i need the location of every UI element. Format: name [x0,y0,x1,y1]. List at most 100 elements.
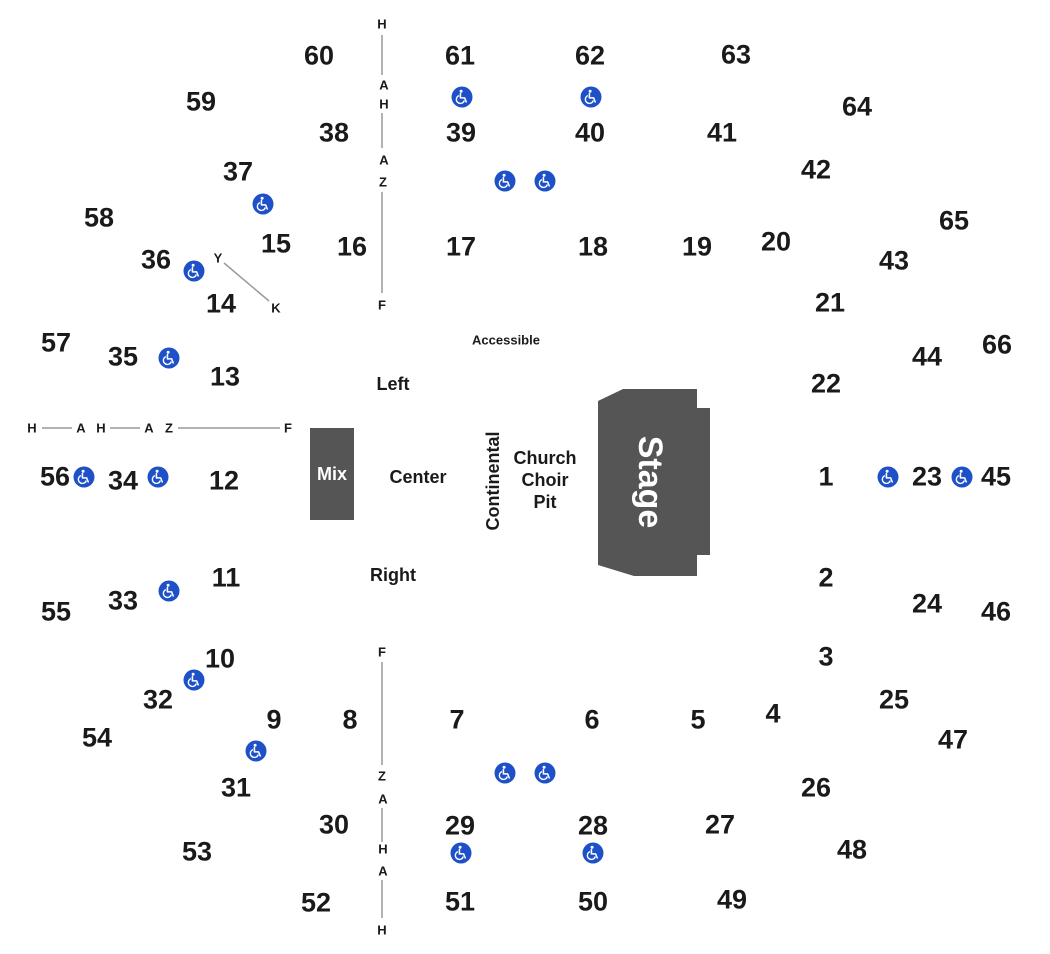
section-45[interactable]: 45 [980,461,1012,492]
section-49[interactable]: 49 [716,884,748,915]
section-36[interactable]: 36 [140,244,172,275]
section-11[interactable]: 11 [211,562,241,593]
section-35[interactable]: 35 [107,341,139,372]
floor-center-label: Center [389,467,447,487]
section-34[interactable]: 34 [107,465,139,496]
section-42[interactable]: 42 [800,154,832,185]
section-41[interactable]: 41 [706,117,738,148]
section-55[interactable]: 55 [40,596,72,627]
section-61[interactable]: 61 [444,40,476,71]
section-44[interactable]: 44 [911,341,943,372]
wheelchair-icon [494,170,516,192]
section-32[interactable]: 32 [142,684,174,715]
section-7[interactable]: 7 [449,704,465,735]
section-18[interactable]: 18 [577,231,609,262]
section-58[interactable]: 58 [83,202,115,233]
wheelchair-icon [73,466,95,488]
section-37[interactable]: 37 [222,156,254,187]
section-40[interactable]: 40 [574,117,606,148]
section-26[interactable]: 26 [800,772,832,803]
section-65[interactable]: 65 [938,205,970,236]
mix-position: Mix [310,428,354,520]
row-marker-left-z: Z [165,420,173,436]
section-17[interactable]: 17 [445,231,477,262]
mix-label: Mix [316,463,347,484]
section-47[interactable]: 47 [937,724,969,755]
section-28[interactable]: 28 [577,810,609,841]
wheelchair-icon [252,193,274,215]
section-30[interactable]: 30 [318,809,350,840]
stage-label: Stage [631,436,669,529]
church-choir-pit-label-pit: Pit [533,492,557,512]
wheelchair-icon [451,86,473,108]
section-59[interactable]: 59 [185,86,217,117]
section-54[interactable]: 54 [81,722,113,753]
wheelchair-icon [582,842,604,864]
section-43[interactable]: 43 [878,245,910,276]
section-2[interactable]: 2 [818,562,834,593]
wheelchair-icon [245,740,267,762]
row-marker-left-f: F [284,420,292,436]
row-marker-top-f: F [378,297,386,313]
section-10[interactable]: 10 [204,643,236,674]
wheelchair-icon [534,762,556,784]
section-8[interactable]: 8 [342,704,358,735]
section-3[interactable]: 3 [818,641,834,672]
section-20[interactable]: 20 [760,226,792,257]
section-6[interactable]: 6 [584,704,600,735]
section-48[interactable]: 48 [836,834,868,865]
wheelchair-icon [534,170,556,192]
row-marker-top-h: H [377,16,387,32]
section-64[interactable]: 64 [841,91,873,122]
section-39[interactable]: 39 [445,117,477,148]
section-21[interactable]: 21 [814,287,846,318]
row-marker-top-h: H [379,96,389,112]
row-marker-bottom-h: H [378,841,388,857]
section-57[interactable]: 57 [40,327,72,358]
stage-shape [598,389,710,576]
section-33[interactable]: 33 [107,585,139,616]
church-choir-pit-label-choir: Choir [521,470,569,490]
section-23[interactable]: 23 [911,461,943,492]
section-31[interactable]: 31 [220,772,252,803]
section-60[interactable]: 60 [303,40,335,71]
row-marker-top-a: A [379,77,389,93]
section-51[interactable]: 51 [444,886,476,917]
section-63[interactable]: 63 [720,39,752,70]
row-marker-diagonal-k: K [271,300,281,316]
section-52[interactable]: 52 [300,887,332,918]
section-9[interactable]: 9 [266,704,282,735]
diagonal-aisle-line [223,262,270,302]
section-4[interactable]: 4 [765,698,781,729]
section-13[interactable]: 13 [209,361,241,392]
church-choir-pit-label-church: Church [513,448,577,468]
wheelchair-icon [147,466,169,488]
section-16[interactable]: 16 [336,231,368,262]
section-27[interactable]: 27 [704,809,736,840]
section-29[interactable]: 29 [444,810,476,841]
wheelchair-icon [494,762,516,784]
section-19[interactable]: 19 [681,231,713,262]
section-5[interactable]: 5 [690,704,706,735]
section-15[interactable]: 15 [260,228,292,259]
section-1[interactable]: 1 [818,461,834,492]
section-62[interactable]: 62 [574,40,606,71]
section-66[interactable]: 66 [981,329,1013,360]
section-22[interactable]: 22 [810,368,842,399]
section-12[interactable]: 12 [208,465,240,496]
section-14[interactable]: 14 [205,288,237,319]
row-marker-top-a: A [379,152,389,168]
wheelchair-icon [183,669,205,691]
section-50[interactable]: 50 [577,886,609,917]
section-24[interactable]: 24 [911,588,943,619]
section-25[interactable]: 25 [878,684,910,715]
wheelchair-icon [951,466,973,488]
section-53[interactable]: 53 [181,836,213,867]
row-marker-left-h: H [96,420,106,436]
section-46[interactable]: 46 [980,596,1012,627]
wheelchair-icon [580,86,602,108]
section-38[interactable]: 38 [318,117,350,148]
section-56[interactable]: 56 [39,461,71,492]
